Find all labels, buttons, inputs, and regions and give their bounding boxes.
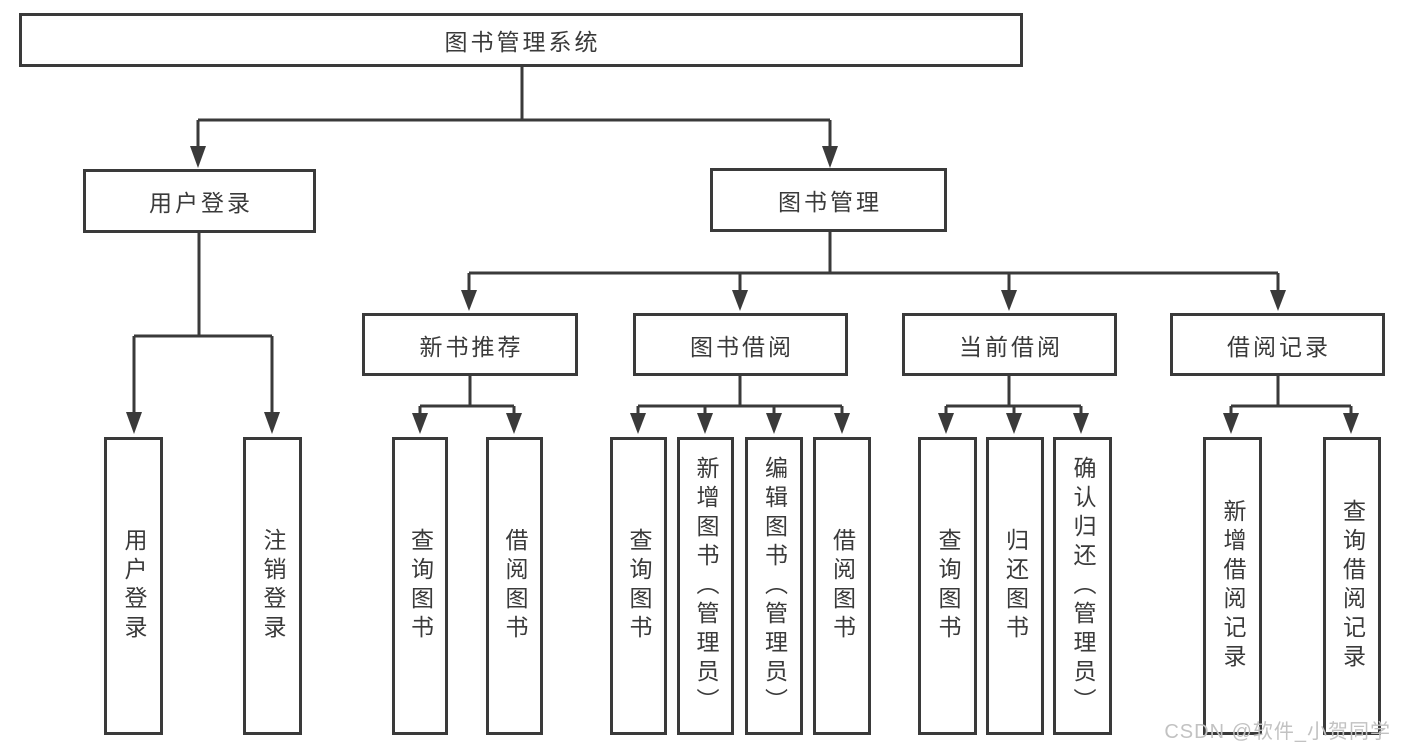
- leaf-return-books-label: 归还图书: [1002, 528, 1029, 644]
- leaf-borrow-books-recommend: 借阅图书: [486, 437, 543, 735]
- node-current-borrowing-label: 当前借阅: [959, 333, 1063, 360]
- leaf-add-borrow-record: 新增借阅记录: [1203, 437, 1262, 735]
- leaf-query-books-borrowing: 查询图书: [610, 437, 667, 735]
- arrowhead: [834, 413, 850, 434]
- node-root: 图书管理系统: [19, 13, 1023, 67]
- leaf-return-books: 归还图书: [986, 437, 1044, 735]
- arrowhead: [506, 413, 522, 434]
- connector-current-borrowing: [944, 376, 1083, 414]
- connector-user-login: [132, 233, 274, 413]
- arrowhead: [1073, 413, 1089, 434]
- arrowhead: [412, 413, 428, 434]
- connector-root: [196, 67, 832, 147]
- arrowhead: [1006, 413, 1022, 434]
- arrowhead: [1223, 413, 1239, 434]
- arrowhead: [822, 146, 838, 168]
- node-new-book-recommend: 新书推荐: [362, 313, 578, 376]
- node-current-borrowing: 当前借阅: [902, 313, 1117, 376]
- leaf-add-book-admin: 新增图书（管理员）: [677, 437, 734, 735]
- node-book-management: 图书管理: [710, 168, 947, 232]
- arrowhead: [461, 290, 477, 311]
- arrowhead: [190, 146, 206, 168]
- arrowhead: [938, 413, 954, 434]
- arrowhead: [630, 413, 646, 434]
- leaf-borrow-books-2: 借阅图书: [813, 437, 871, 735]
- arrowhead: [766, 413, 782, 434]
- arrowhead: [126, 412, 142, 434]
- connector-new-book-recommend: [418, 376, 516, 414]
- watermark: CSDN @软件_小贺同学: [1164, 721, 1391, 743]
- leaf-query-borrow-record: 查询借阅记录: [1323, 437, 1381, 735]
- node-book-borrowing: 图书借阅: [633, 313, 848, 376]
- leaf-borrow-books-2-label: 借阅图书: [829, 528, 856, 644]
- leaf-user-login-label: 用户登录: [121, 528, 147, 644]
- arrowhead: [1343, 413, 1359, 434]
- node-book-management-label: 图书管理: [778, 189, 882, 215]
- node-borrowing-records: 借阅记录: [1170, 313, 1385, 376]
- node-user-login-label: 用户登录: [149, 190, 253, 216]
- leaf-query-books-current-label: 查询图书: [935, 528, 961, 644]
- node-user-login: 用户登录: [83, 169, 316, 233]
- arrowhead: [1270, 290, 1286, 311]
- arrowhead: [697, 413, 713, 434]
- leaf-confirm-return-admin-label: 确认归还（管理员）: [1070, 455, 1096, 717]
- leaf-query-books-current: 查询图书: [918, 437, 977, 735]
- leaf-query-books-recommend: 查询图书: [392, 437, 448, 735]
- node-book-borrowing-label: 图书借阅: [690, 333, 794, 360]
- leaf-query-borrow-record-label: 查询借阅记录: [1339, 499, 1366, 673]
- leaf-edit-book-admin: 编辑图书（管理员）: [745, 437, 803, 735]
- node-new-book-recommend-label: 新书推荐: [419, 333, 524, 360]
- leaf-borrow-books-recommend-label: 借阅图书: [502, 528, 528, 644]
- arrowhead: [1001, 290, 1017, 311]
- leaf-user-login: 用户登录: [104, 437, 163, 735]
- connector-book-borrowing: [636, 376, 844, 414]
- node-borrowing-records-label: 借阅记录: [1227, 333, 1331, 360]
- arrowheads: [126, 146, 1359, 434]
- connector-borrowing-records: [1229, 376, 1353, 414]
- leaf-logout-label: 注销登录: [260, 528, 286, 644]
- leaf-add-book-admin-label: 新增图书（管理员）: [693, 455, 719, 717]
- leaf-confirm-return-admin: 确认归还（管理员）: [1053, 437, 1112, 735]
- leaf-edit-book-admin-label: 编辑图书（管理员）: [761, 455, 788, 717]
- arrowhead: [732, 290, 748, 311]
- leaf-query-books-recommend-label: 查询图书: [407, 528, 434, 644]
- leaf-add-borrow-record-label: 新增借阅记录: [1220, 499, 1246, 673]
- leaf-logout: 注销登录: [243, 437, 302, 735]
- node-root-label: 图书管理系统: [444, 29, 601, 55]
- arrowhead: [264, 412, 280, 434]
- connector-book-management: [467, 232, 1280, 291]
- leaf-query-books-borrowing-label: 查询图书: [626, 528, 652, 644]
